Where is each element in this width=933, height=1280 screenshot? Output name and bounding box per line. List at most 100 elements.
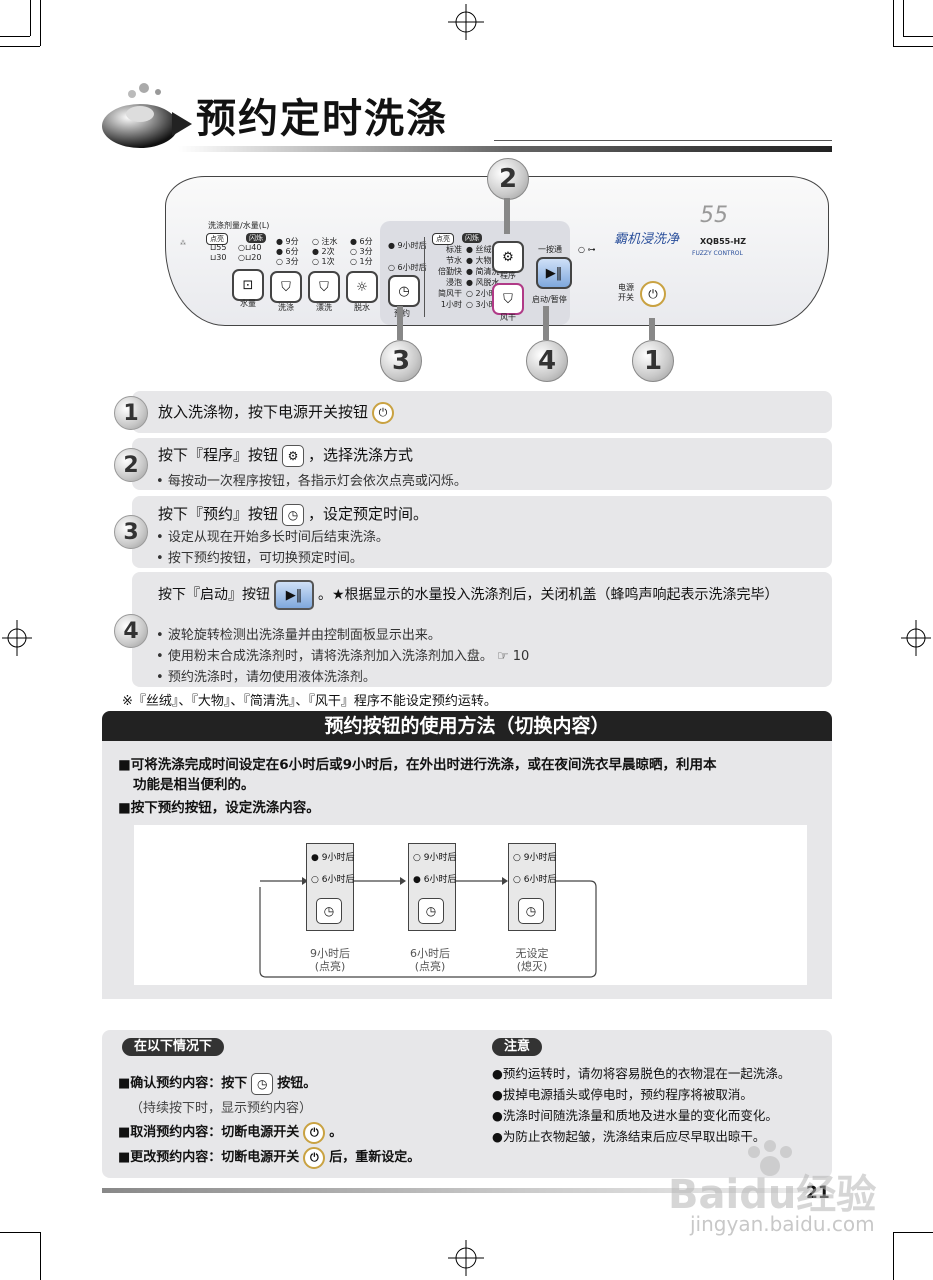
caution-item-2: ●拔掉电源插头或停电时，预约程序将被取消。 <box>492 1087 753 1102</box>
program-left-4: 浸泡 <box>446 278 462 287</box>
rinse-button[interactable]: ⛉ <box>308 271 340 303</box>
step-3-bullet-2: • 按下预约按钮，可切换预定时间。 <box>156 551 363 566</box>
callout-reserve: 3 <box>380 340 422 382</box>
clock-icon: ◷ <box>251 1072 274 1095</box>
timer-cycle-diagram: ● 9小时后 ○ 6小时后 ◷ ○ 9小时后 ● 6小时后 ◷ ○ 9小时后 ○… <box>134 825 807 985</box>
dry-icon: ⛉ <box>503 291 513 307</box>
dry-label: 风干 <box>500 313 516 322</box>
power-button[interactable]: ⏻ <box>640 281 666 307</box>
power-icon: ⏻ <box>303 1121 326 1144</box>
step-4-bullet-3: • 预约洗涤时，请勿使用液体洗涤剂。 <box>156 670 376 685</box>
brand-logo: 霸机浸洗净 <box>614 232 680 247</box>
step-2-bullet: • 每按动一次程序按钮，各指示灯会依次点亮或闪烁。 <box>156 474 467 489</box>
cancel-line: ■取消预约内容：切断电源开关⏻。 <box>118 1121 342 1144</box>
arrow-down <box>504 198 510 234</box>
step-2-number: 2 <box>114 448 148 482</box>
spin-label: 脱水 <box>354 303 370 312</box>
state-6h: ○ 9小时后 ● 6小时后 ◷ <box>408 843 456 931</box>
program-button[interactable]: ⚙ <box>492 241 524 273</box>
caution-item-3: ●洗涤时间随洗涤量和质地及进水量的变化而变化。 <box>492 1108 778 1123</box>
wash-time-3: ○ 3分 <box>276 257 299 266</box>
power-label-2: 开关 <box>618 293 634 302</box>
wash-time-2: ● 6分 <box>276 247 299 256</box>
watermark-url: jingyan.baidu.com <box>690 1212 875 1236</box>
water-icon: ⊡ <box>242 277 254 293</box>
spin-3: ○ 1分 <box>350 257 373 266</box>
wash-button[interactable]: ⛉ <box>270 271 302 303</box>
page-number: 21 <box>806 1183 830 1203</box>
timer-9: ● 9小时后 <box>388 241 427 250</box>
rinse-1: ○ 注水 <box>312 237 338 246</box>
spin-2: ○ 3分 <box>350 247 373 256</box>
watermark-logo: Baidu经验 <box>668 1172 877 1218</box>
clock-icon: ◷ <box>398 283 410 299</box>
caption-6h: 6小时后(点亮) <box>410 947 450 973</box>
notes-box <box>102 1030 832 1178</box>
indicator-6h-off: ○ 6小时后 <box>311 875 355 885</box>
key-icon: ⊶ <box>587 245 596 254</box>
rinse-2: ● 2次 <box>312 247 335 256</box>
usage-line-1: ■可将洗涤完成时间设定在6小时后或9小时后，在外出时进行洗涤，或在夜间洗衣早晨晾… <box>118 757 717 773</box>
water-label: 水量 <box>240 299 256 308</box>
reserve-button[interactable]: ◷ <box>388 275 420 307</box>
page-title: 预约定时洗涤 <box>196 96 448 142</box>
detergent-right-2: ○⊔20 <box>238 253 262 262</box>
program-right-6: ○ 3小时 <box>466 300 497 309</box>
program-right-5: ○ 2小时 <box>466 289 497 298</box>
detergent-left-1: ⊔55 <box>210 243 227 252</box>
callout-start: 4 <box>526 340 568 382</box>
step-1-text: 放入洗涤物，按下电源开关按钮⏻ <box>158 401 398 424</box>
rinse-3: ○ 1次 <box>312 257 335 266</box>
spin-icon: ☼ <box>356 279 368 295</box>
clock-icon: ◷ <box>518 898 544 924</box>
bubble-logo-icon <box>102 83 192 148</box>
spin-button[interactable]: ☼ <box>346 271 378 303</box>
hand-pointer-icon: ☞ <box>496 649 509 664</box>
timer-6: ○ 6小时后 <box>388 263 427 272</box>
detergent-left-2: ⊔30 <box>210 253 227 262</box>
cycle-arrows <box>259 877 597 978</box>
indicator-9h-on: ● 9小时后 <box>311 853 355 863</box>
bottom-bar <box>102 1188 822 1193</box>
dry-button[interactable]: ⛉ <box>492 283 524 315</box>
registration-mark-right <box>901 620 931 656</box>
step-3-bullet-1: • 设定从现在开始多长时间后结束洗涤。 <box>156 530 389 545</box>
power-icon: ⏻ <box>648 286 658 301</box>
title-bar <box>178 146 832 152</box>
step-3-number: 3 <box>114 515 148 549</box>
program-left-2: 节水 <box>446 256 462 265</box>
light-on-tag-2: 点亮 <box>432 233 454 245</box>
arrow-up <box>543 306 549 340</box>
program-left-3: 倍勤快 <box>438 267 462 276</box>
spin-1: ● 6分 <box>350 237 373 246</box>
step-2 <box>132 438 832 490</box>
caution-item-4: ●为防止衣物起皱，洗涤结束后应尽早取出晾干。 <box>492 1129 766 1144</box>
clock-icon: ◷ <box>316 898 342 924</box>
model-name: XQB55-HZ <box>700 237 747 246</box>
usage-line-2: ■按下预约按钮，设定洗涤内容。 <box>118 800 320 816</box>
power-icon: ⏻ <box>303 1146 326 1169</box>
program-right-2: ● 大物 <box>466 256 492 265</box>
step-3-text: 按下『预约』按钮◷，设定预定时间。 <box>158 503 428 526</box>
water-level-button[interactable]: ⊡ <box>232 269 264 301</box>
indicator-6h-off: ○ 6小时后 <box>513 875 557 885</box>
state-9h: ● 9小时后 ○ 6小时后 ◷ <box>306 843 354 931</box>
start-label: 启动/暂停 <box>532 295 567 304</box>
model-number: 55 <box>700 203 728 228</box>
light-on-tag: 点亮 <box>206 233 228 245</box>
program-right-1: ● 丝绒 <box>466 245 492 254</box>
caption-none: 无设定(熄灭) <box>515 947 549 973</box>
rinse-label: 漂洗 <box>316 303 332 312</box>
caution-tag: 注意 <box>492 1038 543 1056</box>
footnote: ※『丝绒』、『大物』、『简清洗』、『风干』程序不能设定预约运转。 <box>122 694 497 709</box>
change-line: ■更改预约内容：切断电源开关⏻后，重新设定。 <box>118 1146 420 1169</box>
caption-9h: 9小时后(点亮) <box>310 947 350 973</box>
power-label-1: 电源 <box>618 283 634 292</box>
detergent-label: 洗涤剂量/水量(L) <box>208 221 270 230</box>
start-pause-button[interactable]: ▶‖ <box>536 257 572 289</box>
divider <box>424 237 425 317</box>
usage-line-1b: 功能是相当便利的。 <box>133 777 255 793</box>
clock-icon: ◷ <box>282 503 305 526</box>
quick-label: 一按通 <box>538 245 562 254</box>
callout-program: 2 <box>487 158 529 200</box>
